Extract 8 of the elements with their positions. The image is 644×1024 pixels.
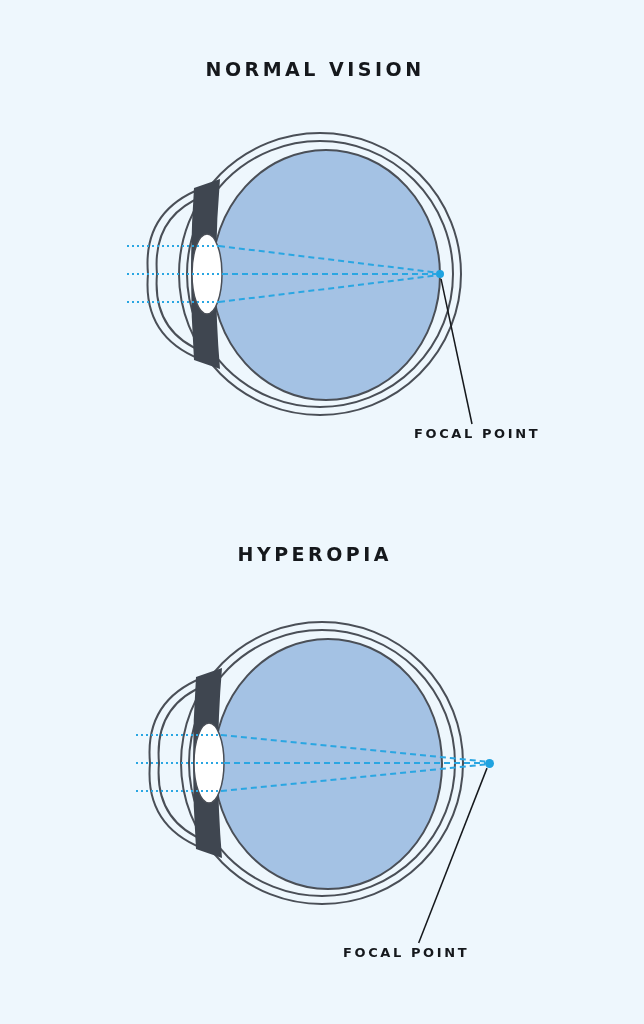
focal-point-dot — [484, 758, 494, 768]
focal-point-label: FOCAL POINT — [343, 945, 470, 960]
section-heading: NORMAL VISION — [205, 58, 425, 80]
leader-line — [440, 278, 473, 425]
focal-point-label: FOCAL POINT — [414, 426, 541, 441]
section-heading: HYPEROPIA — [237, 543, 393, 565]
leader-line — [417, 767, 488, 944]
focal-point-dot — [436, 270, 444, 278]
